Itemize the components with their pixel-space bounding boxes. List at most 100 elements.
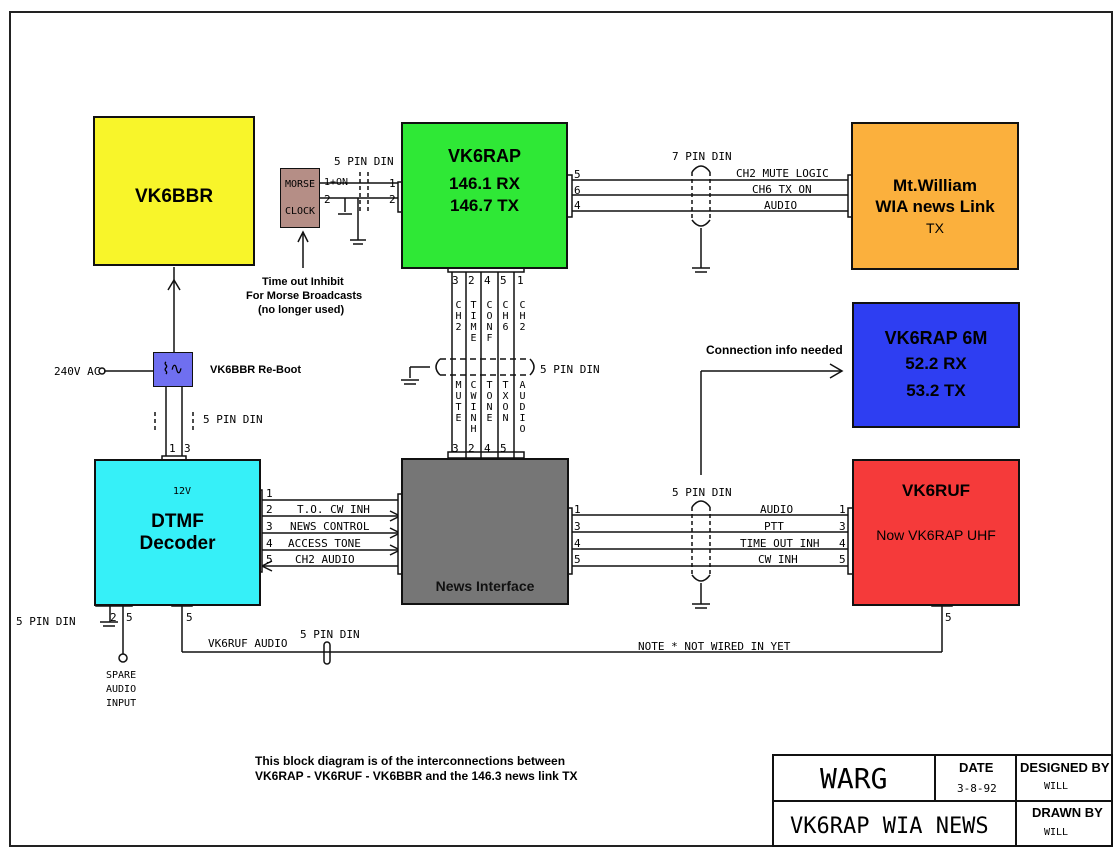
title-block-drawn-label: DRAWN BY <box>1032 805 1103 820</box>
ruf-pin-1: 1 <box>839 503 846 516</box>
sixm-tx: 53.2 TX <box>906 381 966 400</box>
title-block-company: WARG <box>820 762 888 795</box>
clock-rap-pin-1: 1 <box>389 177 396 190</box>
din5-label-relay: 5 PIN DIN <box>203 413 263 426</box>
vk6ruf-block: VK6RUF Now VK6RAP UHF <box>852 459 1020 606</box>
vk6rap-block: VK6RAP 146.1 RX 146.7 TX <box>401 122 568 269</box>
mtwilliam-title: Mt.William <box>893 176 977 195</box>
vk6rap-title: VK6RAP <box>447 146 522 166</box>
bus-bottom-pin-2: 2 <box>468 442 475 455</box>
connection-info-note: Connection info needed <box>706 343 843 357</box>
news-title: News Interface <box>435 578 535 594</box>
rap-pin-4: 4 <box>574 199 581 212</box>
dtmf-top-pin-1: 1 <box>169 442 176 455</box>
bus-top-pin-4: 5 <box>500 274 507 287</box>
news-pin-5: 5 <box>574 553 581 566</box>
bus-bottom-pin-4: 5 <box>500 442 507 455</box>
dtmf-pin-5: 5 <box>266 553 273 566</box>
dtmf-row-to-cw-inh: T.O. CW INH <box>297 503 370 516</box>
ruf-row-audio: AUDIO <box>760 503 794 516</box>
din5-label-ruf: 5 PIN DIN <box>672 486 732 499</box>
bus-top-pin-2: 2 <box>468 274 475 287</box>
ruf-row-cw-inh: CW INH <box>758 553 798 566</box>
bus-top-pin-1: 3 <box>452 274 459 287</box>
clock-rap-pin-2: 2 <box>389 193 396 206</box>
news-pin-1: 1 <box>574 503 581 516</box>
sixm-title: VK6RAP 6M <box>884 328 988 348</box>
spare-label-2: AUDIO <box>106 684 137 695</box>
dtmf-pin-1: 1 <box>266 487 273 500</box>
bus-upper-label-2: TIME <box>470 300 477 344</box>
dtmf-top-pin-3: 3 <box>184 442 191 455</box>
ruf-row-timeout-inh: TIME OUT INH <box>740 537 820 550</box>
ruf-pin-5: 5 <box>839 553 846 566</box>
news-interface-block: News Interface <box>401 458 569 605</box>
bus-bottom-pin-1: 3 <box>452 442 459 455</box>
bus-lower-label-2: CW INH <box>470 380 477 435</box>
dtmf-line2: Decoder <box>139 533 216 554</box>
title-block-drawing-title: VK6RAP WIA NEWS <box>790 814 989 839</box>
timeout-note-3: (no longer used) <box>258 304 345 316</box>
spare-label-1: SPARE <box>106 670 137 681</box>
din5-label-bus: 5 PIN DIN <box>540 363 600 376</box>
bus-top-pin-3: 4 <box>484 274 491 287</box>
description-line-1: This block diagram is of the interconnec… <box>255 754 566 768</box>
v12-label: 12V <box>173 486 192 497</box>
vk6rap-tx: 146.7 TX <box>450 196 519 215</box>
ruf-pin-4: 4 <box>839 537 846 550</box>
mt-row-tx-on: CH6 TX ON <box>752 183 812 196</box>
dtmf-row-access-tone: ACCESS TONE <box>288 537 361 550</box>
relay-coil-icon: ⌇∿ <box>162 361 184 378</box>
din5-label-return: 5 PIN DIN <box>300 628 360 641</box>
vk6bbr-block: VK6BBR <box>93 116 255 266</box>
not-wired-note: NOTE * NOT WIRED IN YET <box>638 640 791 653</box>
clock-pin-2: 2 <box>324 193 331 206</box>
dtmf-row-ch2-audio: CH2 AUDIO <box>295 553 355 566</box>
timeout-note-2: For Morse Broadcasts <box>246 290 363 302</box>
mtwilliam-link: WIA news Link <box>875 197 995 216</box>
mt-row-mute-logic: CH2 MUTE LOGIC <box>736 167 829 180</box>
ruf-row-ptt: PTT <box>764 520 784 533</box>
din7-label-mt: 7 PIN DIN <box>672 150 732 163</box>
bus-upper-label-4: CH6 <box>502 300 509 333</box>
dtmf-row-news-control: NEWS CONTROL <box>290 520 370 533</box>
title-block-date-value: 3-8-92 <box>957 782 997 795</box>
dtmf-bottom-pin-2: 2 <box>110 611 117 624</box>
dtmf-line1: DTMF <box>151 511 204 532</box>
sixm-rx: 52.2 RX <box>905 354 967 373</box>
dtmf-pin-3: 3 <box>266 520 273 533</box>
bus-upper-label-5: CH2 <box>519 300 526 333</box>
ruf-bottom-pin-5: 5 <box>945 611 952 624</box>
ac-label: 240V AC <box>54 365 101 378</box>
mt-row-audio: AUDIO <box>764 199 798 212</box>
title-block-drawn-value: WILL <box>1044 827 1069 838</box>
dtmf-pin-4: 4 <box>266 537 273 550</box>
din5-label-dtmf: 5 PIN DIN <box>16 615 76 628</box>
ruf-title: VK6RUF <box>901 481 970 500</box>
description-line-2: VK6RAP - VK6RUF - VK6BBR and the 146.3 n… <box>255 769 578 783</box>
title-block-designed-value: WILL <box>1044 781 1069 792</box>
mtwilliam-block: Mt.William WIA news Link TX <box>851 122 1019 270</box>
morse-clock-block: MORSE CLOCK <box>280 168 320 228</box>
news-pin-3: 3 <box>574 520 581 533</box>
dtmf-pin-2: 2 <box>266 503 273 516</box>
vk6rap-rx: 146.1 RX <box>449 174 520 193</box>
title-block-designed-label: DESIGNED BY <box>1020 760 1110 775</box>
bus-bottom-pin-3: 4 <box>484 442 491 455</box>
bus-upper-label-3: CONF <box>486 300 493 344</box>
clock-pin-on: 1+ON <box>324 177 349 188</box>
bus-lower-label-4: TX ON <box>502 380 509 424</box>
clock-line1: MORSE <box>284 179 316 190</box>
dtmf-bottom-pin-5a: 5 <box>126 611 133 624</box>
ruf-subtitle: Now VK6RAP UHF <box>876 527 996 543</box>
vk6rap-6m-block: VK6RAP 6M 52.2 RX 53.2 TX <box>852 302 1020 428</box>
rap-pin-5: 5 <box>574 168 581 181</box>
bus-lower-label-5: AUDIO <box>519 380 526 435</box>
vk6bbr-title: VK6BBR <box>134 186 214 207</box>
rap-pin-6: 6 <box>574 184 581 197</box>
din5-label-clock: 5 PIN DIN <box>334 155 394 168</box>
reboot-label: VK6BBR Re-Boot <box>210 364 302 376</box>
ruf-audio-label: VK6RUF AUDIO <box>208 637 288 650</box>
dtmf-bottom-pin-5b: 5 <box>186 611 193 624</box>
dtmf-decoder-block: DTMF Decoder <box>94 459 261 606</box>
